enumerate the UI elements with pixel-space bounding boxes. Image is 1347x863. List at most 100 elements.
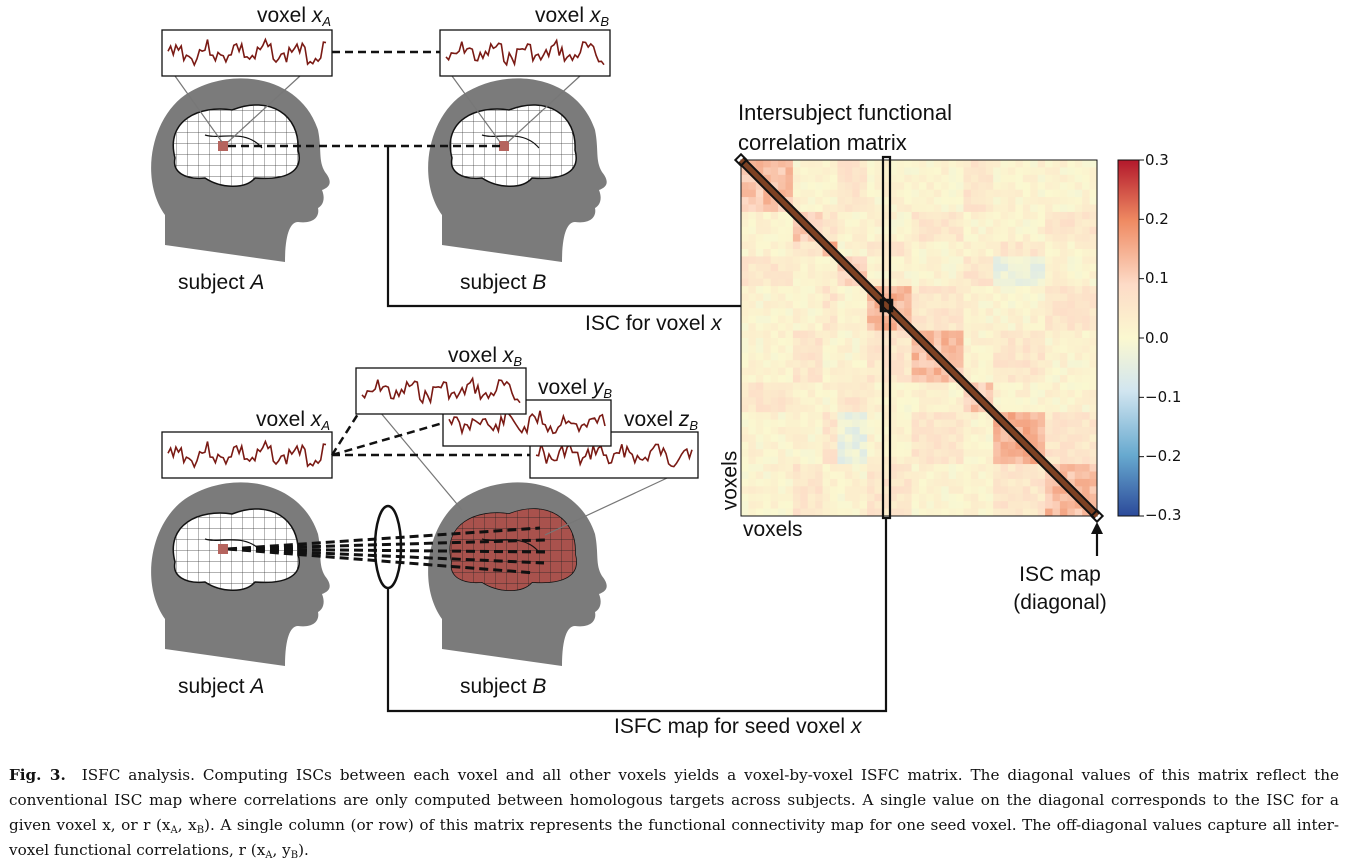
matrix-cell: [970, 493, 979, 502]
matrix-cell: [904, 367, 912, 376]
matrix-cell: [785, 323, 794, 331]
matrix-cell: [785, 382, 794, 391]
matrix-cell: [956, 300, 964, 309]
matrix-cell: [1074, 397, 1083, 406]
matrix-cell: [985, 271, 994, 280]
matrix-cell: [770, 256, 779, 265]
matrix-cell: [896, 404, 905, 413]
matrix-cell: [978, 160, 987, 168]
matrix-cell: [800, 434, 809, 443]
matrix-cell: [904, 330, 912, 339]
matrix-cell: [963, 389, 972, 398]
matrix-cell: [741, 219, 749, 228]
matrix-cell: [978, 449, 987, 458]
matrix-cell: [948, 486, 957, 495]
matrix-cell: [1045, 471, 1053, 480]
matrix-cell: [807, 189, 816, 198]
matrix-cell: [792, 249, 801, 257]
matrix-cell: [1089, 501, 1098, 509]
matrix-cell: [1015, 493, 1024, 502]
matrix-cell: [1000, 338, 1009, 346]
matrix-cell: [837, 441, 846, 450]
matrix-cell: [741, 352, 749, 361]
matrix-cell: [800, 211, 809, 220]
matrix-cell: [1059, 419, 1068, 428]
matrix-cell: [889, 293, 898, 302]
matrix-cell: [919, 219, 927, 228]
matrix-cell: [874, 249, 883, 257]
matrix-cell: [919, 352, 927, 361]
matrix-cell: [904, 211, 912, 220]
matrix-cell: [785, 330, 794, 339]
matrix-cell: [755, 338, 764, 346]
matrix-cell: [778, 263, 786, 272]
matrix-cell: [948, 441, 957, 450]
matrix-cell: [970, 449, 979, 458]
matrix-cell: [755, 389, 764, 398]
matrix-cell: [904, 204, 912, 213]
matrix-cell: [807, 434, 816, 443]
matrix-cell: [748, 189, 757, 198]
matrix-cell: [970, 404, 979, 413]
matrix-cell: [978, 182, 987, 191]
matrix-cell: [970, 263, 979, 272]
matrix-cell: [919, 360, 927, 369]
matrix-cell: [859, 464, 868, 472]
matrix-cell: [963, 315, 972, 324]
matrix-cell: [985, 412, 994, 420]
matrix-cell: [800, 308, 809, 317]
matrix-cell: [822, 338, 831, 346]
matrix-cell: [926, 419, 935, 428]
matrix-cell: [1074, 486, 1083, 495]
matrix-cell: [770, 234, 779, 242]
matrix-cell: [785, 493, 794, 502]
matrix-cell: [1008, 471, 1016, 480]
matrix-cell: [763, 219, 772, 228]
matrix-cell: [1067, 375, 1076, 383]
matrix-cell: [770, 441, 779, 450]
matrix-cell: [837, 174, 846, 183]
matrix-cell: [770, 397, 779, 406]
matrix-cell: [800, 249, 809, 257]
matrix-cell: [815, 197, 823, 205]
matrix-cell: [1074, 375, 1083, 383]
matrix-cell: [1082, 174, 1090, 183]
matrix-cell: [1089, 271, 1098, 280]
matrix-cell: [792, 286, 801, 294]
matrix-cell: [1045, 508, 1053, 517]
matrix-cell: [815, 219, 823, 228]
matrix-cell: [1008, 167, 1016, 176]
matrix-cell: [852, 226, 861, 235]
matrix-cell: [785, 486, 794, 495]
matrix-cell: [993, 345, 1001, 354]
matrix-cell: [1052, 389, 1061, 398]
matrix-cell: [792, 226, 801, 235]
matrix-cell: [741, 234, 749, 242]
matrix-cell: [1015, 360, 1024, 369]
matrix-cell: [889, 427, 898, 435]
matrix-cell: [919, 441, 927, 450]
matrix-cell: [904, 160, 912, 168]
matrix-cell: [1008, 293, 1016, 302]
matrix-cell: [1059, 308, 1068, 317]
matrix-cell: [770, 449, 779, 458]
matrix-cell: [741, 464, 749, 472]
matrix-cell: [792, 338, 801, 346]
matrix-cell: [978, 486, 987, 495]
matrix-cell: [822, 234, 831, 242]
matrix-cell: [770, 508, 779, 517]
matrix-cell: [792, 404, 801, 413]
matrix-cell: [867, 241, 875, 250]
matrix-cell: [778, 434, 786, 443]
matrix-cell: [800, 389, 809, 398]
matrix-cell: [874, 382, 883, 391]
matrix-cell: [904, 412, 912, 420]
matrix-cell: [822, 352, 831, 361]
matrix-cell: [822, 249, 831, 257]
matrix-cell: [889, 382, 898, 391]
matrix-cell: [889, 234, 898, 242]
matrix-cell: [1074, 300, 1083, 309]
matrix-cell: [1082, 182, 1090, 191]
matrix-cell: [1000, 449, 1009, 458]
matrix-cell: [956, 508, 964, 517]
